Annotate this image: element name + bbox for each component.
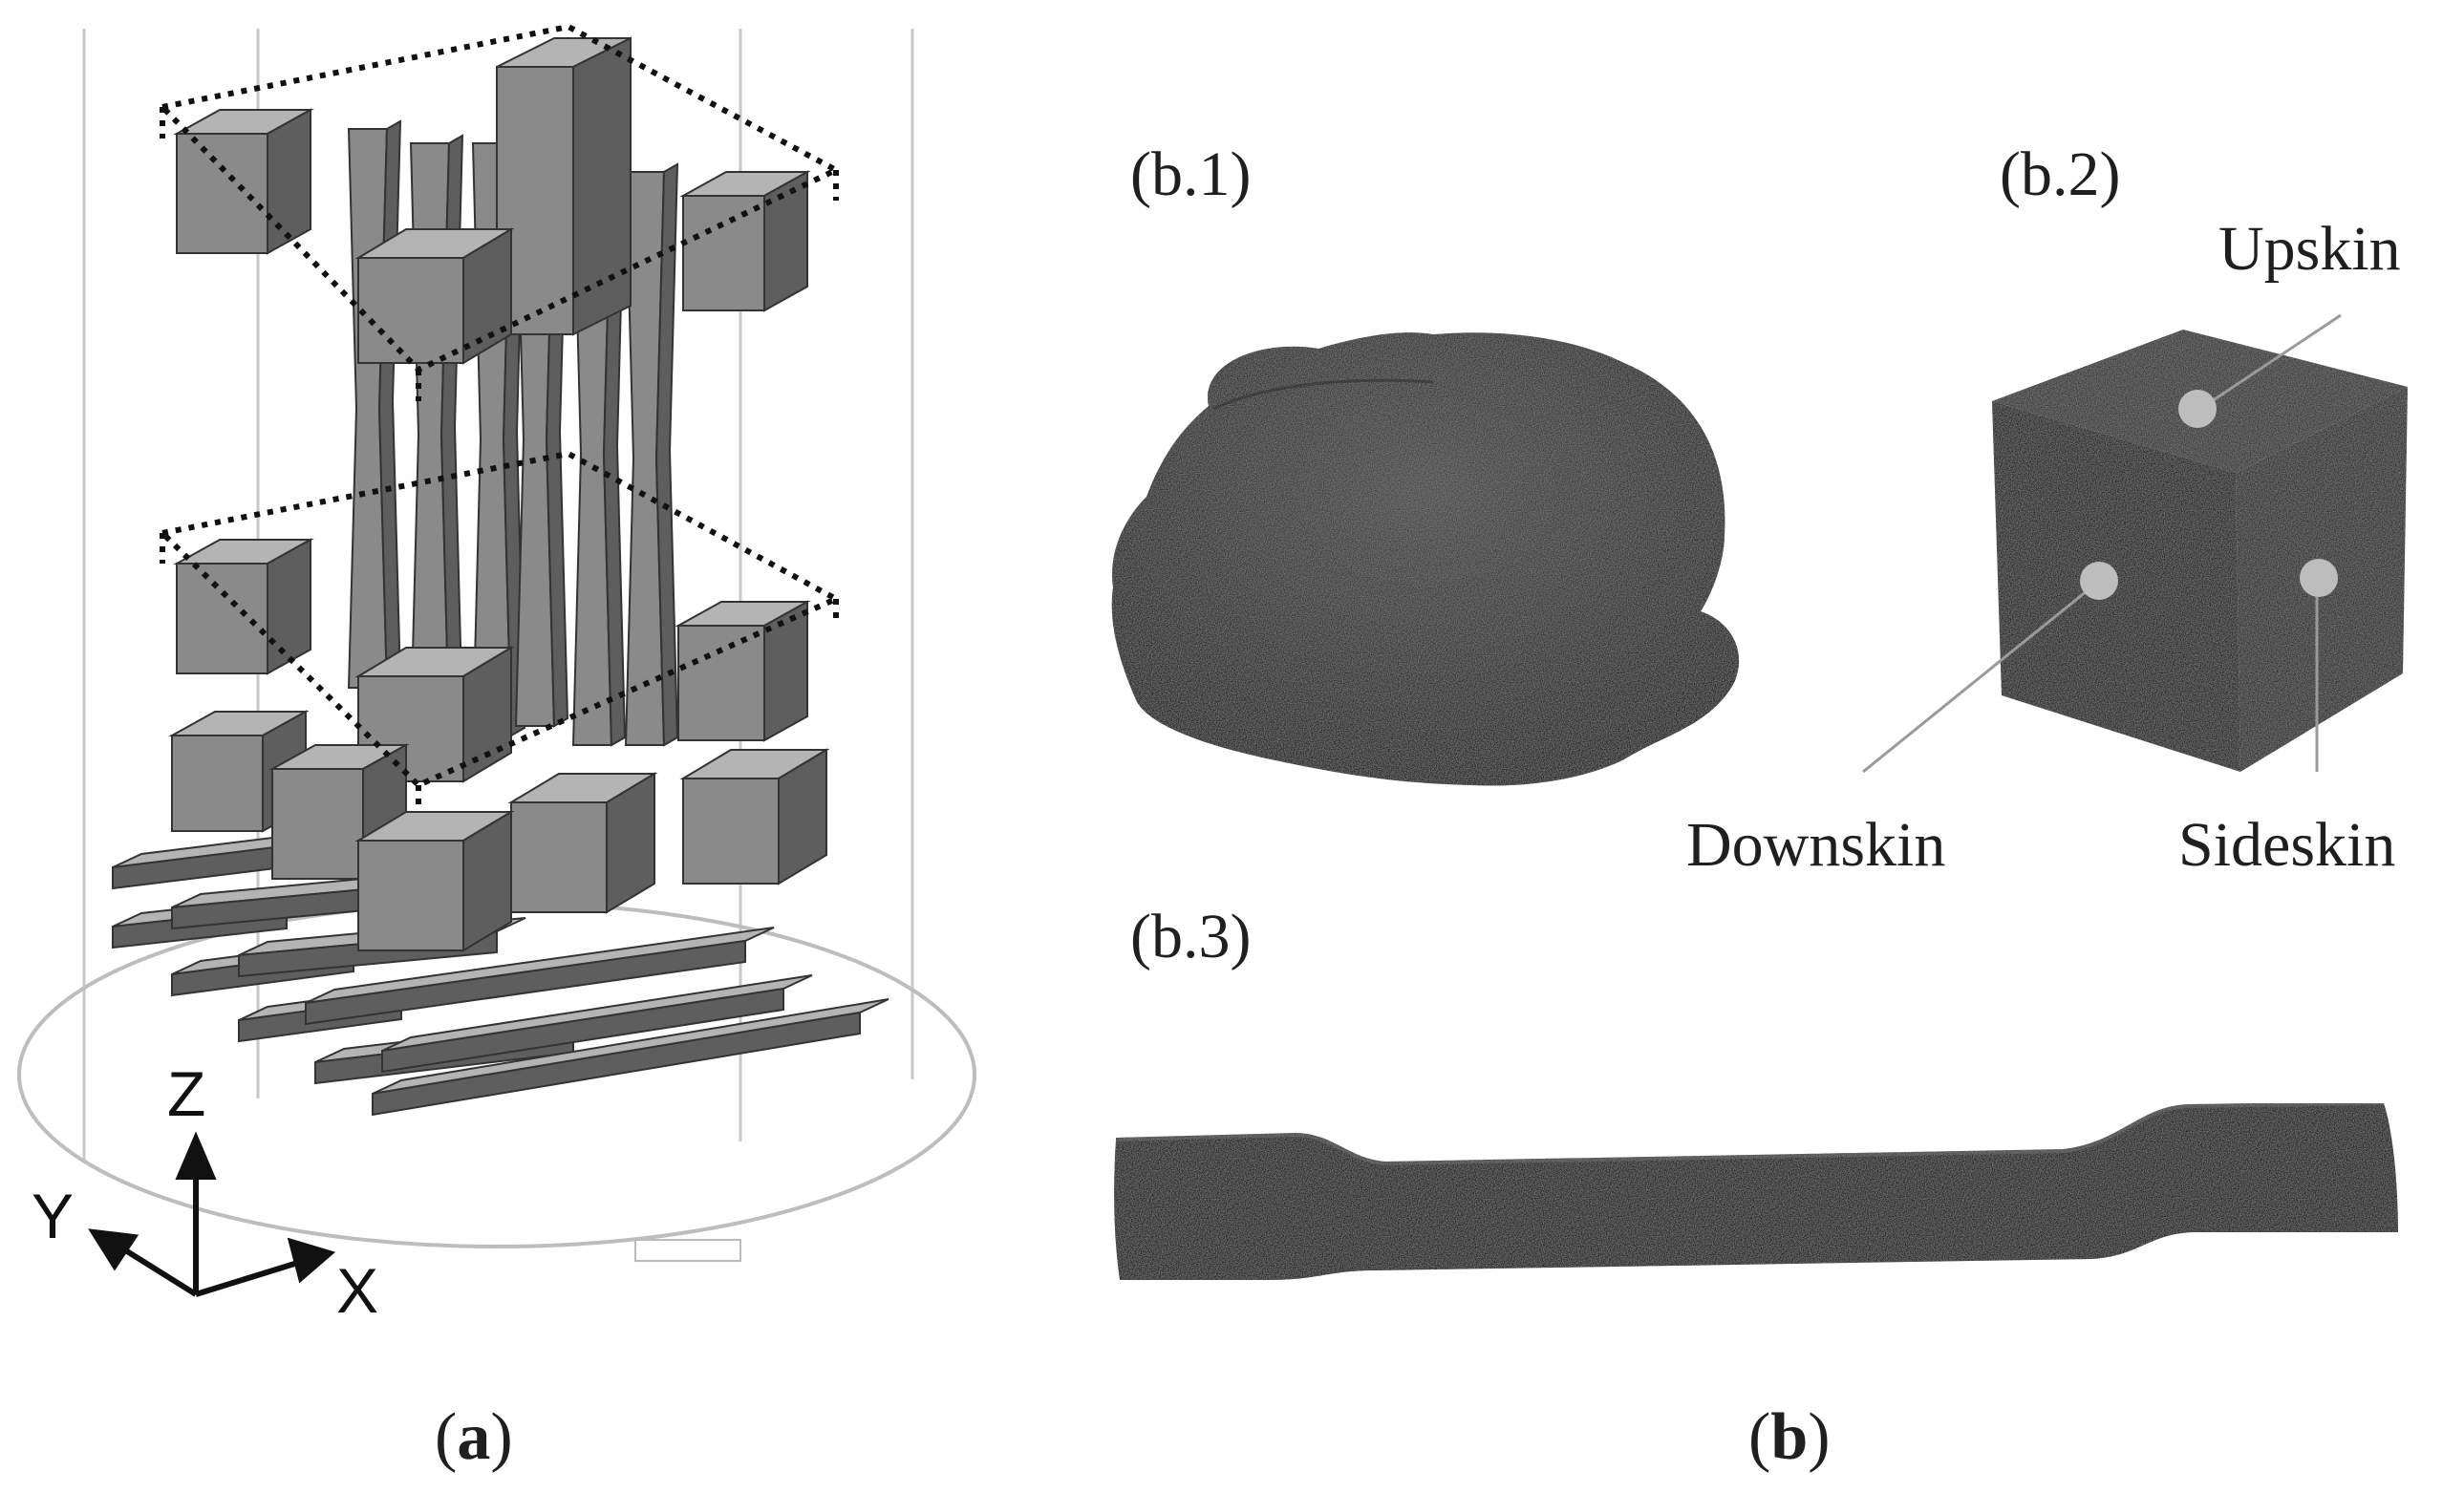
cube-annotations [1862,313,2342,774]
coordinate-axes [88,1131,336,1297]
subpanel-b2-label: (b.2) [2000,139,2121,209]
downskin-label: Downskin [1686,810,1946,880]
panel-b-caption-letter: b [1770,1400,1809,1474]
y-arrowhead [88,1228,139,1271]
flat-bar-9-edge [381,987,784,1074]
cube-middle-right-front [677,625,765,741]
z-axis-label: Z [167,1058,206,1129]
cube-middle-left-front [176,563,268,674]
cube-upper-right-side [763,170,808,312]
x-axis-label: X [336,1255,379,1326]
cube-upper-left-front [176,133,268,254]
x-arrowhead [287,1237,336,1284]
powder-mound-photo [1111,332,1740,786]
flat-bar-7-edge [305,939,746,1026]
cube-upper-left-side [267,108,311,255]
build-layout-illustration [17,23,976,1297]
z-arrowhead [175,1131,217,1180]
upskin-label: Upskin [2218,214,2401,284]
upskin-marker [2178,390,2217,428]
flat-bar-10-edge [372,1011,861,1117]
platform-tab [634,1239,741,1262]
panel-a-caption: (a) [435,1400,513,1474]
tensile-specimen-photo [1114,1101,2398,1280]
cube-lower-right-front [682,778,780,885]
panel-a-caption-letter: a [457,1400,491,1474]
cube-middle-right-side [763,600,808,742]
cube-lower-left-front [171,735,264,832]
cube-upper-front-front [357,257,464,364]
cube-lower-middle-front [510,801,608,913]
sideskin-marker [2300,559,2338,597]
dotted-slice-boxes [156,23,843,812]
cube-upper-right-front [682,195,765,311]
cube-upper-back-side [572,36,632,336]
downskin-marker [2080,562,2118,600]
y-axis-label: Y [32,1181,75,1251]
cube-lower-left-2-front [271,768,364,880]
cube-middle-left-side [267,538,311,675]
cube-lower-front-front [357,840,464,951]
sideskin-label: Sideskin [2178,810,2396,880]
subpanel-b1-label: (b.1) [1130,139,1252,209]
panel-b-caption: (b) [1748,1400,1831,1474]
subpanel-b3-label: (b.3) [1130,902,1252,971]
